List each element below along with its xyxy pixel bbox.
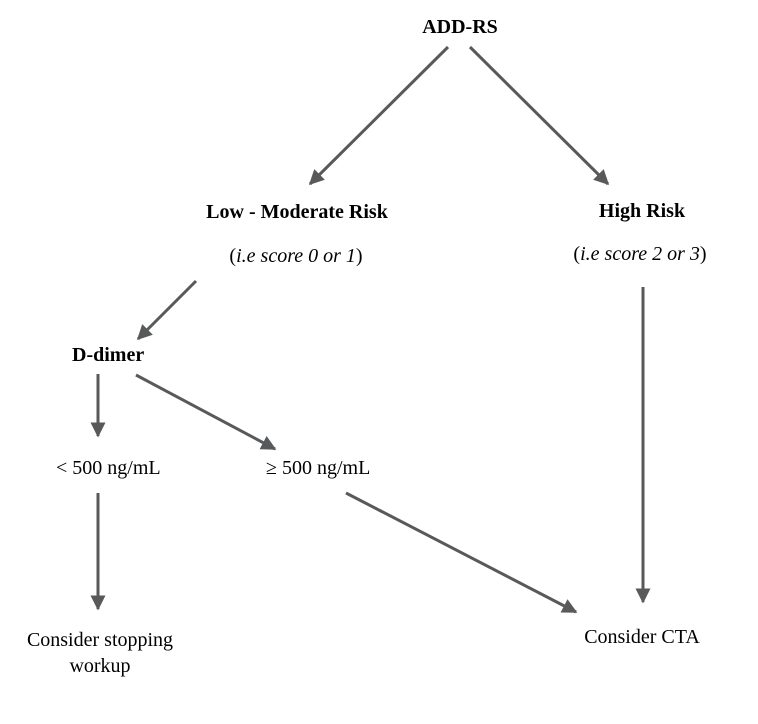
arrow-low-to-ddimer	[136, 279, 198, 341]
stop-line-1: Consider stopping	[26, 629, 174, 651]
arrow-root-to-low	[308, 45, 450, 186]
arrow-above-to-cta	[345, 491, 578, 614]
arrow-root-to-high	[468, 45, 610, 186]
node-low-moderate-risk: Low - Moderate Risk	[206, 201, 388, 223]
node-above-500: ≥ 500 ng/mL	[266, 457, 371, 479]
node-consider-stopping-workup: Consider stopping workup	[0, 627, 200, 679]
high-risk-score-note: (i.e score 2 or 3)	[573, 243, 707, 265]
node-consider-cta: Consider CTA	[584, 626, 700, 648]
node-high-risk: High Risk	[598, 200, 686, 222]
node-add-rs: ADD-RS	[422, 16, 498, 38]
stop-line-2: workup	[69, 655, 131, 677]
node-below-500: < 500 ng/mL	[56, 457, 161, 479]
node-d-dimer: D-dimer	[72, 344, 145, 366]
arrow-ddimer-to-above	[135, 373, 277, 451]
low-moderate-score-note: (i.e score 0 or 1)	[229, 245, 363, 267]
